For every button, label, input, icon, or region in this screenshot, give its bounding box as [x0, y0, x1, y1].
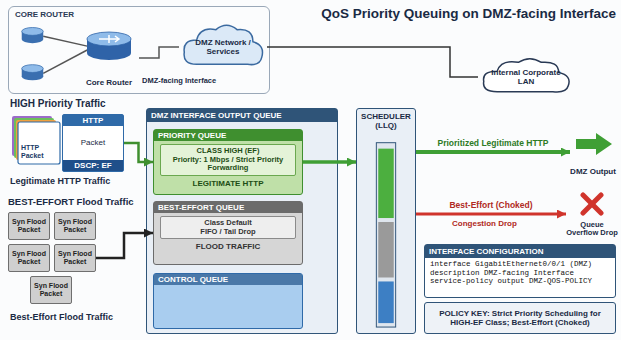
annotation-label: Congestion Drop	[452, 219, 517, 228]
node-text: Priority: 1 Mbps / Strict Priority Forwa…	[164, 156, 292, 173]
edge-label: Best-Effort (Choked)	[447, 201, 534, 210]
drop-marker: Queue Overflow Drop	[566, 192, 618, 238]
node-text: DMZ Output	[570, 167, 616, 176]
flood-packet: Syn Flood Packet	[8, 244, 50, 272]
node-text: Packet	[63, 135, 123, 150]
node-text: Class Default	[204, 219, 252, 228]
node-text: HTTP Packet	[21, 144, 54, 160]
node-text: Syn Flood Packet	[33, 282, 69, 298]
node-text: Core Router	[86, 78, 132, 87]
policy-key: POLICY KEY: Strict Priority Scheduling f…	[424, 302, 616, 334]
annotation-label: BEST-EFFORT Flood Traffic	[8, 196, 134, 207]
node-text: CONTROL QUEUE	[154, 274, 302, 285]
scheduler: SCHEDULER (LLQ)	[356, 108, 416, 334]
node-text: Internal Corporate LAN	[488, 68, 564, 86]
node-text: Syn Flood Packet	[57, 218, 93, 234]
edge-label: Prioritized Legitimate HTTP	[436, 139, 551, 148]
node-text: INTERFACE CONFIGURATION	[425, 245, 615, 258]
flood-packet: Syn Flood Packet	[30, 276, 72, 304]
node-text: interface GigabitEthernet0/0/1 (DMZ)	[425, 260, 615, 269]
connector	[416, 150, 570, 154]
class-box: Class DefaultFIFO / Tail Drop	[160, 216, 296, 239]
network-cloud: Internal Corporate LAN	[478, 55, 574, 99]
node-text: description DMZ-facing Interface	[425, 269, 615, 278]
node-text: Syn Flood Packet	[11, 250, 47, 266]
diagram-title: QoS Priority Queuing on DMZ-facing Inter…	[282, 6, 616, 21]
connector	[267, 47, 478, 77]
flood-packet: Syn Flood Packet	[54, 244, 96, 272]
connector	[124, 143, 153, 162]
annotation-label: Legitimate HTTP Traffic	[10, 176, 110, 186]
network-cloud: DMZ Network / Services	[179, 21, 267, 73]
router-node: Core Router	[79, 29, 139, 87]
scheduler-bar	[357, 109, 415, 333]
connector	[139, 47, 179, 58]
node-text: POLICY KEY: Strict Priority Scheduling f…	[430, 309, 610, 327]
class-box: CLASS HIGH (EF)Priority: 1 Mbps / Strict…	[160, 144, 296, 176]
node-text: DMZ INTERFACE OUTPUT QUEUE	[147, 109, 337, 122]
queue-panel: DMZ INTERFACE OUTPUT QUEUE PRIORITY QUEUE…	[146, 108, 338, 334]
flood-packet: Syn Flood Packet	[54, 212, 96, 240]
priority-queue: PRIORITY QUEUE LEGITIMATE HTTP CLASS HIGH …	[153, 129, 303, 195]
node-text: DMZ Network / Services	[189, 38, 257, 56]
node-text: DSCP: EF	[63, 160, 123, 171]
best-effort-queue: BEST-EFFORT QUEUE FLOOD TRAFFIC Class Defa…	[153, 201, 303, 265]
node-text: LEGITIMATE HTTP	[154, 179, 302, 190]
packet-card: HTTP Packet	[12, 116, 64, 166]
node-text: FLOOD TRAFFIC	[154, 242, 302, 253]
annotation-label: DMZ-facing Interface	[142, 76, 216, 85]
node-text: Syn Flood Packet	[11, 218, 47, 234]
dmz-output: DMZ Output	[570, 132, 616, 176]
connector	[416, 213, 566, 216]
config-box: INTERFACE CONFIGURATION interface Gigabit…	[424, 244, 616, 298]
node-text: Queue Overflow Drop	[566, 221, 618, 238]
node-text: HTTP	[63, 115, 123, 126]
annotation-label: HIGH Priority Traffic	[10, 98, 106, 109]
router-group: CORE ROUTER Core Router DMZ Network / Serv…	[8, 6, 270, 94]
node-text: FIFO / Tail Drop	[200, 228, 255, 237]
annotation-label: Best-Effort Flood Traffic	[10, 312, 113, 322]
node-text: SCHEDULER (LLQ)	[359, 112, 413, 130]
node-text: BEST-EFFORT QUEUE	[154, 202, 302, 213]
node-text: PRIORITY QUEUE	[154, 130, 302, 141]
connector	[303, 160, 356, 164]
node-text: Syn Flood Packet	[57, 250, 93, 266]
control-queue: CONTROL QUEUE	[153, 273, 303, 329]
node-text: CLASS HIGH (EF)	[197, 147, 260, 156]
node-text: CORE ROUTER	[15, 10, 74, 19]
node-text: service-policy output DMZ-QOS-POLICY	[425, 277, 615, 286]
connector	[96, 233, 153, 258]
flood-packet: Syn Flood Packet	[8, 212, 50, 240]
packet-card: HTTP PacketDSCP: EF	[62, 114, 124, 172]
